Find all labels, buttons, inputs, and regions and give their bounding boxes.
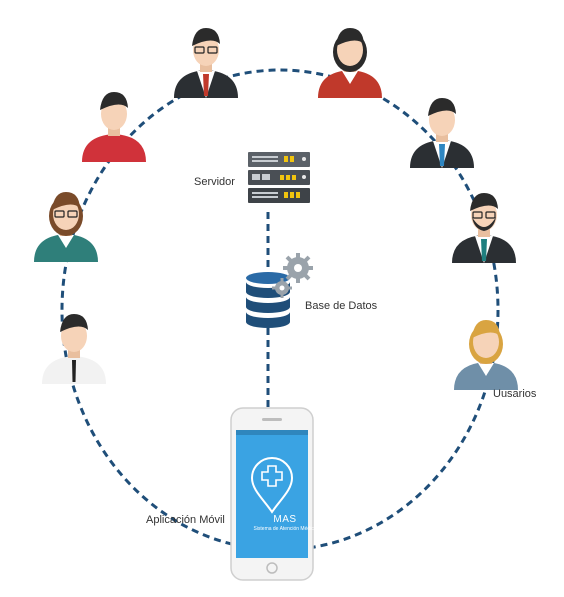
user-ring [60,68,500,552]
app-subtitle: Sistema de Atención Médica [253,526,317,532]
app-name: MAS [273,514,297,525]
user-avatar-icon [410,98,474,168]
server-icon [248,152,310,203]
user-avatar-icon [34,192,98,262]
users-label: Uusarios [493,388,537,400]
user-avatar-icon [42,314,106,384]
user-avatar-icon [452,193,516,263]
user-avatar-icon [318,28,382,98]
medical-cross-icon [261,465,283,487]
gear-icon [272,253,313,298]
smartphone-icon [230,407,314,581]
server-label: Servidor [194,176,235,188]
database-label: Base de Datos [305,300,378,312]
map-pin-logo-icon [250,456,294,514]
user-avatar-icon [454,320,518,390]
mobile-app-label: Aplicación Móvil [146,514,225,526]
user-avatar-icon [82,92,146,162]
users-layer [34,28,518,390]
user-avatar-icon [174,28,238,98]
